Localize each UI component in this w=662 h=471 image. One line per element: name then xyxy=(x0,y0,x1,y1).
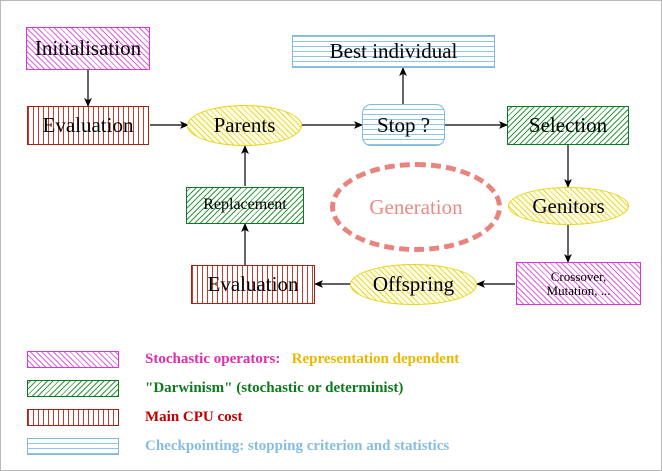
node-initialisation-label: Initialisation xyxy=(34,36,142,61)
node-parents-label: Parents xyxy=(213,113,276,138)
node-stop[interactable]: Stop ? xyxy=(362,104,445,146)
node-selection[interactable]: Selection xyxy=(507,106,629,145)
legend-row-stochastic-operators: Stochastic operators: Representation dep… xyxy=(27,345,627,374)
node-replacement-label: Replacement xyxy=(203,196,287,214)
node-selection-label: Selection xyxy=(528,113,608,138)
node-genitors-label: Genitors xyxy=(532,193,605,218)
node-crossover-mutation-label: Crossover, Mutation, ... xyxy=(546,268,611,298)
node-genitors[interactable]: Genitors xyxy=(508,187,629,225)
legend-row-darwinism: "Darwinism" (stochastic or determinist) xyxy=(27,374,627,403)
legend-swatch-red xyxy=(27,409,119,426)
legend-label-darwinism: "Darwinism" (stochastic or determinist) xyxy=(145,380,404,396)
legend-text-part1: Stochastic operators: xyxy=(145,351,281,367)
node-evaluation-top-label: Evaluation xyxy=(42,113,134,138)
legend-label-checkpointing: Checkpointing: stopping criterion and st… xyxy=(145,438,450,454)
legend-row-checkpointing: Checkpointing: stopping criterion and st… xyxy=(27,432,627,461)
legend: Stochastic operators: Representation dep… xyxy=(27,345,627,461)
node-best-individual[interactable]: Best individual xyxy=(292,35,495,68)
node-offspring[interactable]: Offspring xyxy=(350,264,477,305)
node-best-individual-label: Best individual xyxy=(329,39,458,64)
node-replacement[interactable]: Replacement xyxy=(186,187,304,224)
legend-swatch-blue xyxy=(27,438,119,455)
node-offspring-label: Offspring xyxy=(372,272,455,297)
node-stop-label: Stop ? xyxy=(376,112,431,137)
legend-label-stochastic-operators: Stochastic operators: Representation dep… xyxy=(145,351,459,368)
legend-row-main-cpu-cost: Main CPU cost xyxy=(27,403,627,432)
node-initialisation[interactable]: Initialisation xyxy=(26,27,150,70)
legend-swatch-green xyxy=(27,380,119,397)
legend-label-main-cpu-cost: Main CPU cost xyxy=(145,409,243,425)
node-evaluation-bottom[interactable]: Evaluation xyxy=(191,265,315,304)
node-evaluation-top[interactable]: Evaluation xyxy=(27,106,149,145)
legend-swatch-magenta xyxy=(27,351,119,368)
node-crossover-mutation[interactable]: Crossover, Mutation, ... xyxy=(516,262,641,305)
generation-region: Generation xyxy=(330,162,502,252)
generation-label: Generation xyxy=(369,194,463,219)
legend-text-part2: Representation dependent xyxy=(280,351,460,367)
node-parents[interactable]: Parents xyxy=(187,105,302,146)
node-evaluation-bottom-label: Evaluation xyxy=(207,272,299,297)
